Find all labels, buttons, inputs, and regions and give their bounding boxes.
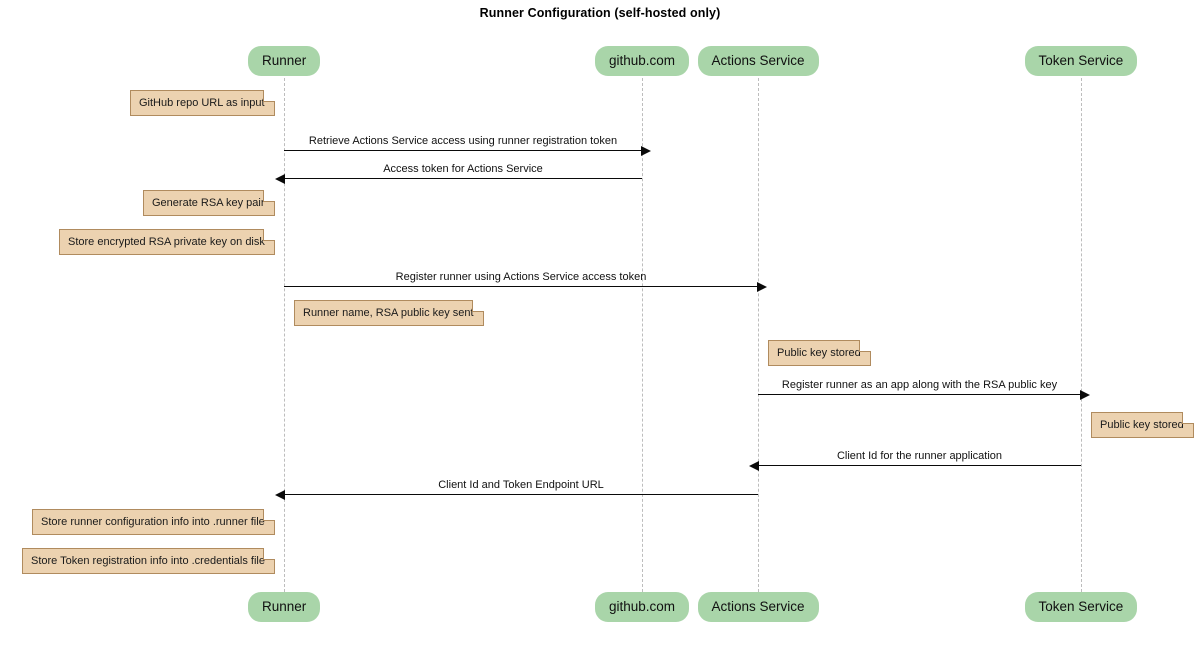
participant-token-top[interactable]: Token Service <box>1024 46 1138 76</box>
message-arrow-2 <box>275 174 642 184</box>
participant-runner-bottom[interactable]: Runner <box>248 592 321 622</box>
message-label-5: Client Id for the runner application <box>836 450 1003 462</box>
note-fold-corner-icon <box>858 340 871 352</box>
note-text: Public key stored <box>777 347 861 359</box>
message-label-4: Register runner as an app along with the… <box>781 379 1058 391</box>
arrowhead-right-icon <box>1080 390 1090 400</box>
note-fold-corner-icon <box>262 229 275 241</box>
participant-label: Token Service <box>1038 53 1124 68</box>
note-fold-corner-icon <box>262 90 275 102</box>
note-text: Runner name, RSA public key sent <box>303 307 474 319</box>
message-arrow-5 <box>749 461 1081 471</box>
participant-github-bottom[interactable]: github.com <box>595 592 690 622</box>
participant-label: Runner <box>262 53 307 68</box>
participant-label: github.com <box>609 53 676 68</box>
message-label-3: Register runner using Actions Service ac… <box>395 271 647 283</box>
note-text: Public key stored <box>1100 419 1184 431</box>
lifeline-actions <box>758 78 759 592</box>
note-fold-corner-icon <box>1181 412 1194 424</box>
note-fold-corner-icon <box>262 190 275 202</box>
note-text: Generate RSA key pair <box>152 197 265 209</box>
arrowhead-left-icon <box>275 174 285 184</box>
participant-actions-top[interactable]: Actions Service <box>697 46 819 76</box>
arrowhead-right-icon <box>757 282 767 292</box>
lifeline-runner <box>284 78 285 592</box>
note-text: GitHub repo URL as input <box>139 97 265 109</box>
note-8: Store Token registration info into .cred… <box>22 548 275 574</box>
message-label-2: Access token for Actions Service <box>383 163 543 175</box>
page-title: Runner Configuration (self-hosted only) <box>479 6 721 20</box>
message-arrow-1 <box>284 146 651 156</box>
arrowhead-left-icon <box>275 490 285 500</box>
note-1: GitHub repo URL as input <box>130 90 275 116</box>
message-label-6: Client Id and Token Endpoint URL <box>438 479 604 491</box>
message-arrow-4 <box>758 390 1090 400</box>
note-text: Store Token registration info into .cred… <box>31 555 265 567</box>
note-5: Public key stored <box>768 340 871 366</box>
message-arrow-6 <box>275 490 758 500</box>
participant-label: Runner <box>262 599 307 614</box>
lifeline-token <box>1081 78 1082 592</box>
note-7: Store runner configuration info into .ru… <box>32 509 275 535</box>
note-3: Store encrypted RSA private key on disk <box>59 229 275 255</box>
message-arrow-3 <box>284 282 767 292</box>
participant-label: Actions Service <box>711 599 805 614</box>
participant-label: Token Service <box>1038 599 1124 614</box>
note-text: Store encrypted RSA private key on disk <box>68 236 265 248</box>
lifeline-github <box>642 78 643 592</box>
note-6: Public key stored <box>1091 412 1194 438</box>
participant-label: Actions Service <box>711 53 805 68</box>
participant-runner-top[interactable]: Runner <box>248 46 321 76</box>
arrowhead-left-icon <box>749 461 759 471</box>
note-fold-corner-icon <box>471 300 484 312</box>
message-label-1: Retrieve Actions Service access using ru… <box>308 135 618 147</box>
note-2: Generate RSA key pair <box>143 190 275 216</box>
note-text: Store runner configuration info into .ru… <box>41 516 265 528</box>
participant-github-top[interactable]: github.com <box>595 46 690 76</box>
arrowhead-right-icon <box>641 146 651 156</box>
participant-token-bottom[interactable]: Token Service <box>1024 592 1138 622</box>
note-4: Runner name, RSA public key sent <box>294 300 484 326</box>
note-fold-corner-icon <box>262 548 275 560</box>
note-fold-corner-icon <box>262 509 275 521</box>
participant-actions-bottom[interactable]: Actions Service <box>697 592 819 622</box>
participant-label: github.com <box>609 599 676 614</box>
